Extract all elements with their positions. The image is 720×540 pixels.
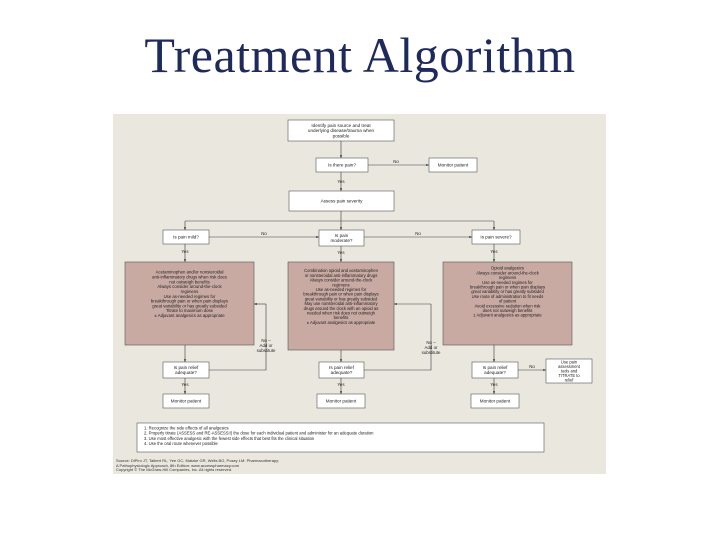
monitor-box-severe bbox=[470, 393, 520, 409]
moderate-question-box bbox=[318, 229, 365, 247]
no-label: No bbox=[261, 231, 267, 236]
mild-treatment-box bbox=[124, 261, 255, 346]
loop-mild bbox=[209, 304, 267, 371]
no-label: No bbox=[393, 159, 399, 164]
severe-question-box-label: Is pain severe? bbox=[480, 235, 512, 240]
assess-box-label: Assess pain severity bbox=[321, 199, 364, 204]
monitor-box-mild bbox=[162, 393, 210, 409]
yes-label: Yes bbox=[181, 382, 189, 387]
notes-box bbox=[136, 422, 545, 453]
source-line: A Pathophysiologic Approach, 8th Edition… bbox=[116, 462, 240, 468]
arrow-moderate-monitor-head bbox=[339, 391, 343, 394]
arrow-severe-relief-head bbox=[492, 359, 496, 362]
note-line: 1. Recognize the side effects of all ana… bbox=[144, 426, 229, 431]
mild-question-box-label: Is pain mild? bbox=[173, 235, 199, 240]
arrow-moderate-yes-head bbox=[339, 259, 343, 262]
arrow-to-severe-head bbox=[492, 227, 496, 230]
arrow-severe-monitor-head bbox=[492, 391, 496, 394]
source-line: Source: DiPiro JT, Talbert RL, Yee GC, M… bbox=[116, 458, 280, 463]
source-citation: Source: DiPiro JT, Talbert RL, Yee GC, M… bbox=[116, 458, 280, 473]
arrow-moderate-no-head bbox=[469, 235, 472, 239]
note-line: 3. Use most effective analgesic with the… bbox=[144, 436, 315, 441]
yes-label: Yes bbox=[490, 382, 498, 387]
no-label: No bbox=[415, 231, 421, 236]
arrow-mild-monitor-head bbox=[183, 391, 187, 394]
no-label: No bbox=[529, 364, 535, 369]
arrow-to-mild-head bbox=[183, 227, 187, 230]
loop-mild-arrow-head bbox=[254, 302, 257, 306]
is-there-pain-box-label: Is there pain? bbox=[328, 163, 356, 168]
loop-moderate bbox=[364, 304, 432, 371]
monitor-top-box-label: Monitor patient bbox=[438, 163, 469, 168]
yes-label: Yes bbox=[490, 249, 498, 254]
slide-title: Treatment Algorithm bbox=[144, 27, 576, 83]
yes-label: Yes bbox=[181, 249, 189, 254]
arrow-mild-relief-head bbox=[183, 359, 187, 362]
source-line: Copyright © The McGraw-Hill Companies, I… bbox=[116, 467, 233, 473]
note-line: 2. Properly titrate (ASSESS and RE-ASSES… bbox=[144, 431, 374, 436]
use-pain-assessment-box bbox=[545, 358, 593, 384]
note-line: 4. Use the oral route whenever possible bbox=[144, 441, 218, 446]
arrow-mild-no-head bbox=[316, 235, 319, 239]
yes-label: Yes bbox=[337, 179, 345, 184]
arrow-mild-yes-head bbox=[183, 259, 187, 262]
arrow-pain-yes-head bbox=[339, 188, 343, 191]
loop-moderate-arrow-head bbox=[394, 302, 397, 306]
arrow-moderate-relief-head bbox=[339, 359, 343, 362]
arrow-severe-yes-head bbox=[492, 259, 496, 262]
yes-label: Yes bbox=[337, 250, 345, 255]
moderate-treatment-box bbox=[287, 261, 395, 351]
arrow-severe-relief-no-head bbox=[543, 368, 546, 372]
monitor-top-box bbox=[428, 157, 478, 173]
arrow-pain-no-head bbox=[426, 163, 429, 167]
monitor-box-moderate-label: Monitor patient bbox=[326, 399, 357, 404]
arrow-identify-pain-head bbox=[339, 155, 343, 158]
yes-label: Yes bbox=[337, 382, 345, 387]
arrow-to-moderate-head bbox=[339, 227, 343, 230]
monitor-box-mild-label: Monitor patient bbox=[171, 399, 202, 404]
assess-box bbox=[288, 190, 395, 212]
monitor-box-moderate bbox=[316, 393, 366, 409]
severe-treatment-box bbox=[442, 261, 573, 346]
monitor-box-severe-label: Monitor patient bbox=[480, 399, 511, 404]
